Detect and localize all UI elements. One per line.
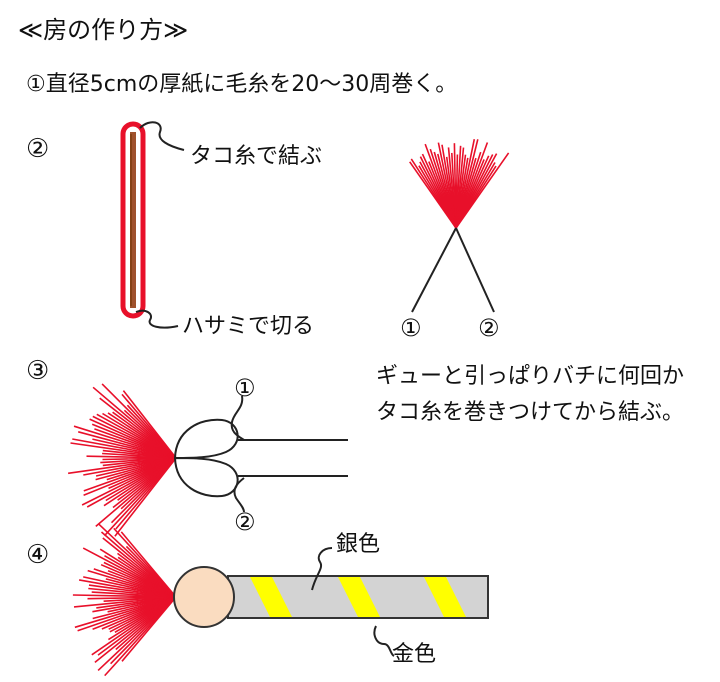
gold-pointer-curve bbox=[373, 625, 395, 657]
step2-end2-label: ② bbox=[478, 314, 500, 342]
silver-color-label: 銀色 bbox=[336, 532, 381, 557]
cut-pointer-curve bbox=[135, 309, 179, 329]
tied-tassel bbox=[67, 383, 177, 537]
gold-color-label: 金色 bbox=[392, 642, 437, 667]
yarn-strand bbox=[122, 390, 177, 459]
tie-with-string-label: タコ糸で結ぶ bbox=[190, 144, 323, 169]
drumstick-ball bbox=[173, 566, 235, 628]
step3-number: ③ bbox=[26, 356, 50, 386]
step3-pointer-2 bbox=[233, 477, 245, 513]
wrapped-cardboard bbox=[120, 121, 146, 319]
drumstick-tassel bbox=[72, 523, 177, 677]
cut-with-scissors-label: ハサミで切る bbox=[182, 314, 315, 339]
step2-number: ② bbox=[26, 134, 50, 164]
tie-pointer-curve bbox=[139, 121, 185, 151]
step3-end1-label: ① bbox=[234, 374, 256, 402]
string-loop-lower bbox=[174, 457, 239, 498]
silver-pointer-curve bbox=[311, 547, 333, 591]
yarn-strand bbox=[120, 531, 177, 598]
string-loop-upper bbox=[174, 418, 239, 459]
step3-pointer-1 bbox=[230, 395, 245, 441]
step1-instruction: ①直径5cmの厚紙に毛糸を20〜30周巻く。 bbox=[26, 72, 458, 97]
step3-instruction-line2: タコ糸を巻きつけてから結ぶ。 bbox=[376, 400, 685, 425]
gold-stripes bbox=[250, 577, 466, 617]
step2-string-end1 bbox=[411, 227, 457, 313]
step4-number: ④ bbox=[26, 540, 50, 570]
page-title: ≪房の作り方≫ bbox=[18, 16, 189, 44]
yarn-strand bbox=[455, 152, 510, 229]
step2-string-end2 bbox=[455, 227, 495, 313]
step3-end2-label: ② bbox=[234, 508, 256, 536]
step2-end1-label: ① bbox=[400, 314, 422, 342]
step3-instruction-line1: ギューと引っぱりバチに何回か bbox=[376, 364, 685, 389]
cut-tassel bbox=[409, 139, 510, 229]
